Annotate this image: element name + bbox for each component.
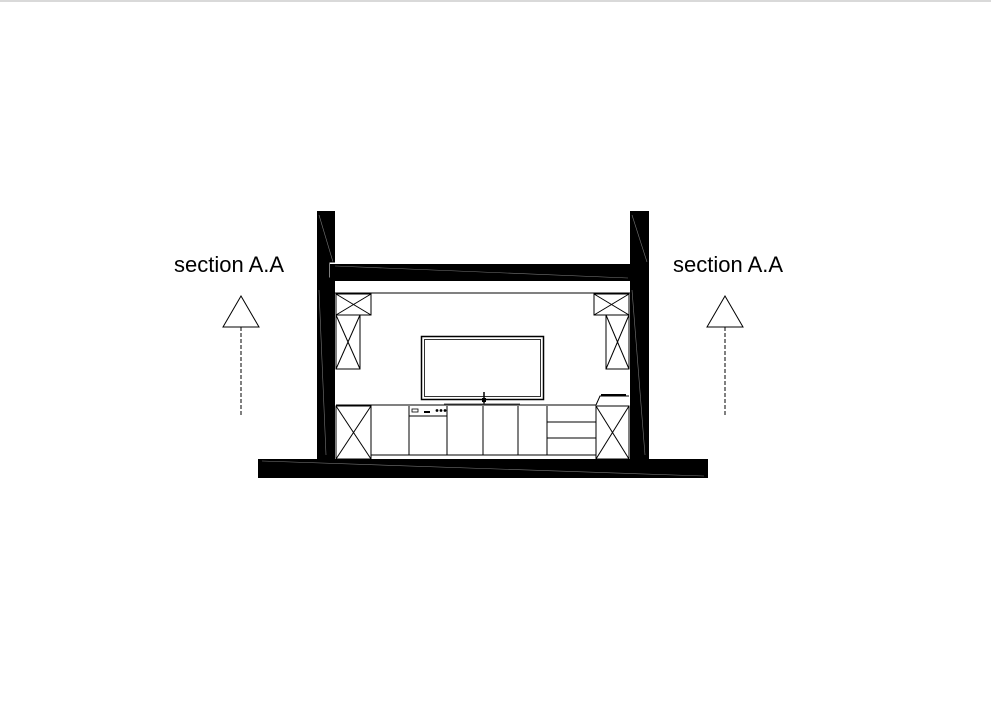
ceiling-slab: [330, 264, 630, 281]
knob-icon: [443, 409, 447, 412]
floor-slab: [258, 459, 708, 478]
right-section-arrow-icon: [706, 295, 744, 415]
dishwasher-display-icon: [411, 408, 419, 413]
faucet-icon: [482, 392, 486, 404]
wall-panel: [420, 335, 545, 401]
cooktop: [595, 394, 629, 406]
left-section-arrow-icon: [222, 295, 260, 415]
right-wall: [630, 211, 649, 461]
base-cabinets: [335, 405, 630, 460]
dishwasher-button-icon: [424, 411, 430, 413]
section-label-left: section A.A: [174, 252, 285, 277]
left-wall: [317, 211, 335, 461]
left-upper-cabinets: [335, 293, 372, 370]
right-upper-cabinets: [593, 293, 630, 370]
dishwasher: [409, 408, 447, 417]
knob-icon: [439, 409, 443, 412]
section-label-right: section A.A: [673, 252, 784, 277]
knob-icon: [435, 409, 439, 412]
top-border: [0, 0, 991, 2]
